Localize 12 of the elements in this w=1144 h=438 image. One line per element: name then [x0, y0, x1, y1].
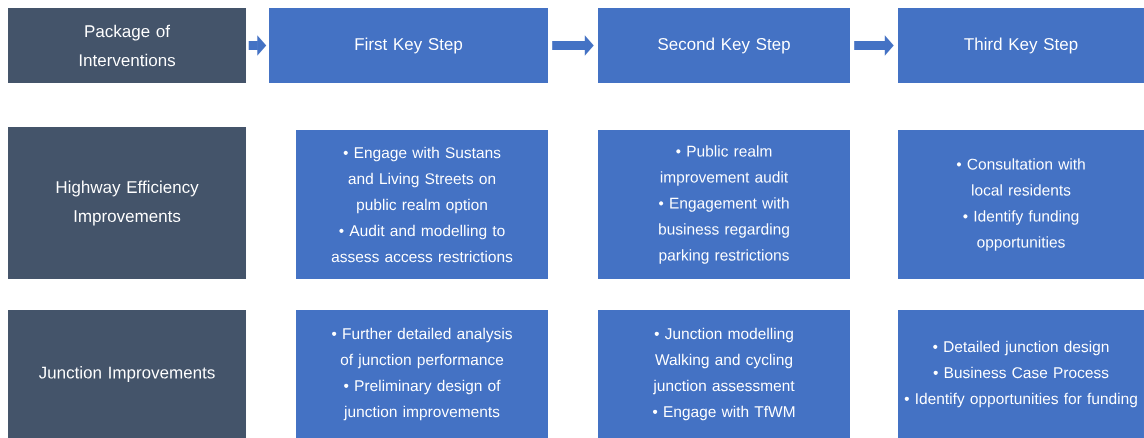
step-box: • Further detailed analysis of junction performance • Preliminary design of junction improvements: [296, 310, 548, 438]
step-box: • Engage with Sustans and Living Streets on public realm option • Audit and modelling to assess access restrictions: [296, 130, 548, 279]
row-header-box: Highway Efficiency Improvements: [8, 127, 246, 279]
row-header-box: Junction Improvements: [8, 310, 246, 438]
column-header-box: Package of Interventions: [8, 8, 246, 83]
column-header-box: Third Key Step: [898, 8, 1144, 83]
step-box: • Detailed junction design • Business Case Process • Identify opportunities for funding: [898, 310, 1144, 438]
column-header-box: Second Key Step: [598, 8, 850, 83]
step-box: • Consultation with local residents • Identify funding opportunities: [898, 130, 1144, 279]
column-header-box: First Key Step: [269, 8, 548, 83]
step-box: • Public realm improvement audit • Engagement with business regarding parking restrictions: [598, 130, 850, 279]
step-box: • Junction modelling Walking and cycling junction assessment • Engage with TfWM: [598, 310, 850, 438]
